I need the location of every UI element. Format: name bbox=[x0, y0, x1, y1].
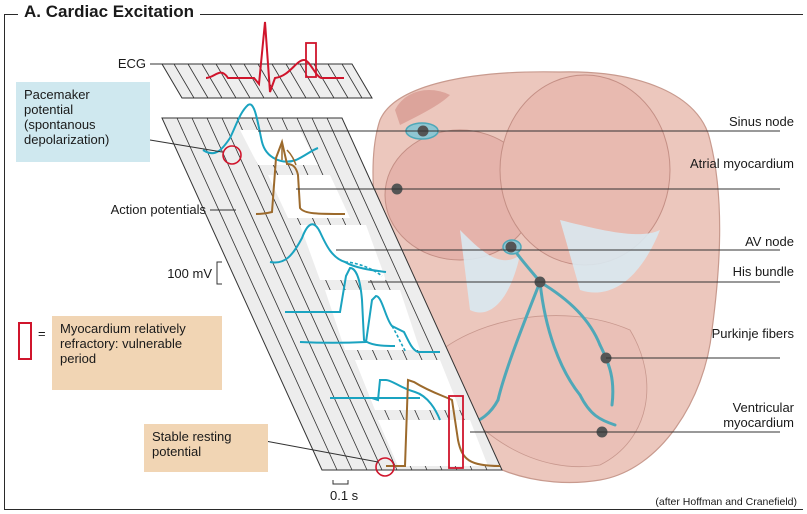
atrial-myocardium-label: Atrial myocardium bbox=[670, 156, 794, 171]
his-bundle-label: His bundle bbox=[640, 264, 794, 279]
action-potentials-label: Action potentials bbox=[60, 202, 206, 217]
purkinje-fibers-label: Purkinje fibers bbox=[694, 326, 794, 341]
av-node-label: AV node bbox=[640, 234, 794, 249]
vulnerable-eq-sign: = bbox=[38, 326, 46, 341]
credit-label: (after Hoffman and Cranefield) bbox=[655, 496, 797, 508]
time-scale-label: 0.1 s bbox=[330, 488, 358, 503]
ecg-strip bbox=[162, 22, 372, 98]
stable-resting-label: Stable resting potential bbox=[144, 424, 268, 472]
ventricular-myocardium-label: Ventricular myocardium bbox=[674, 400, 794, 430]
vulnerable-legend-swatch bbox=[18, 322, 32, 360]
scale-mv-label: 100 mV bbox=[140, 266, 212, 281]
sinus-node-label: Sinus node bbox=[640, 114, 794, 129]
ecg-label: ECG bbox=[92, 56, 146, 71]
pacemaker-label: Pacemaker potential (spontanous depolari… bbox=[16, 82, 150, 162]
vulnerable-period-label: Myocardium relatively refractory: vulner… bbox=[52, 316, 222, 390]
